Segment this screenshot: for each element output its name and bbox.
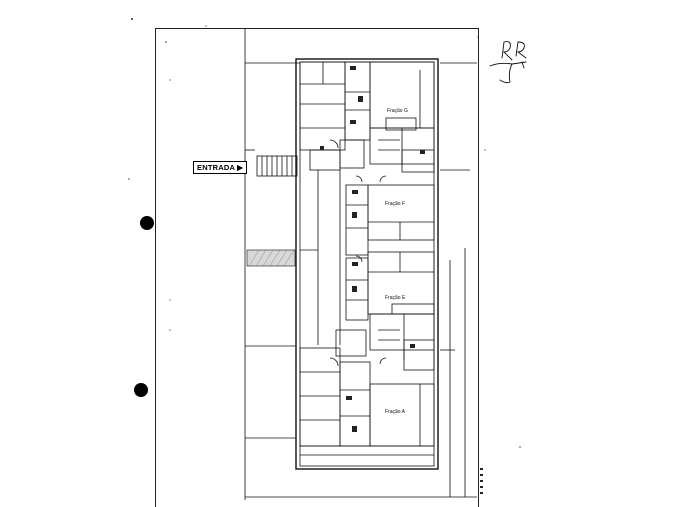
entrance-arrow-icon: ▶ (237, 163, 244, 172)
drawing-sheet (155, 28, 479, 507)
fraction-label-e: Fração E (385, 295, 406, 301)
handwritten-signature (489, 41, 527, 84)
entrance-label: ENTRADA ▶ (193, 161, 248, 174)
entrance-label-text: ENTRADA (197, 163, 235, 172)
punch-hole-bottom (134, 383, 148, 397)
fraction-label-f: Fração F (385, 201, 405, 207)
fraction-label-g: Fração G (387, 108, 408, 114)
punch-hole-top (140, 216, 154, 230)
fraction-label-a: Fração A (385, 409, 406, 415)
